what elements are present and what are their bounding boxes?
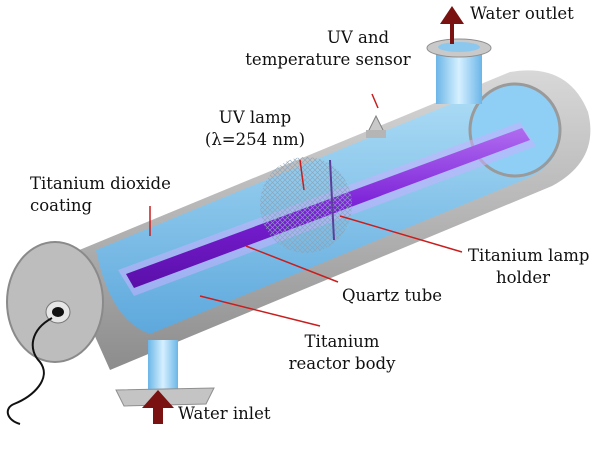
- reactor-end-cap: [6, 241, 104, 425]
- water-outlet-label: Water outlet: [470, 4, 574, 23]
- uv-lamp-label-line2: (λ=254 nm): [204, 130, 306, 149]
- titanium-lamp-holder: [260, 157, 352, 253]
- coating-label-line2: coating: [30, 196, 93, 215]
- sensor-label-line2: temperature sensor: [245, 50, 411, 69]
- holder-label-line1: Titanium lamp: [468, 246, 590, 265]
- holder-label-line2: holder: [496, 268, 551, 287]
- outlet-arrow-icon: [440, 6, 464, 44]
- reactor-body-label-line1: Titanium: [304, 332, 380, 351]
- sensor-label-line1: UV and: [326, 28, 390, 47]
- uv-lamp-label-line1: UV lamp: [218, 108, 292, 127]
- uv-temperature-sensor: [366, 114, 386, 138]
- inlet-pipe: [115, 340, 215, 407]
- leader-lines: [149, 93, 463, 327]
- water-inlet-label: Water inlet: [178, 404, 271, 423]
- coating-label-line1: Titanium dioxide: [30, 174, 171, 193]
- quartz-tube-label: Quartz tube: [342, 286, 443, 305]
- inlet-arrow-icon: [142, 390, 174, 424]
- outlet-pipe: [426, 38, 492, 104]
- reactor-body-label-line2: reactor body: [288, 354, 396, 373]
